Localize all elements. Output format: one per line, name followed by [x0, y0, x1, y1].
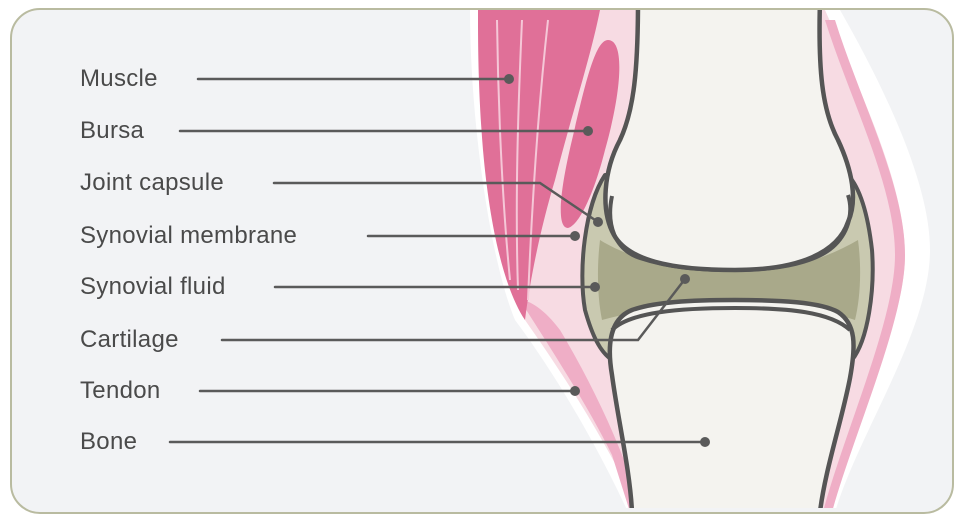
label-bursa: Bursa [80, 119, 144, 143]
label-synovial-membrane: Synovial membrane [80, 224, 297, 248]
dot-bursa [583, 126, 593, 136]
dot-tendon [570, 386, 580, 396]
label-bone: Bone [80, 430, 137, 454]
dot-synovial-fluid [590, 282, 600, 292]
dot-muscle [504, 74, 514, 84]
dot-joint-capsule [593, 217, 603, 227]
label-cartilage: Cartilage [80, 328, 179, 352]
femur-bone [605, 0, 853, 270]
dot-cartilage [680, 274, 690, 284]
label-synovial-fluid: Synovial fluid [80, 275, 226, 299]
label-joint-capsule: Joint capsule [80, 171, 224, 195]
dot-synovial-membrane [570, 231, 580, 241]
dot-bone [700, 437, 710, 447]
label-muscle: Muscle [80, 67, 158, 91]
label-tendon: Tendon [80, 379, 161, 403]
